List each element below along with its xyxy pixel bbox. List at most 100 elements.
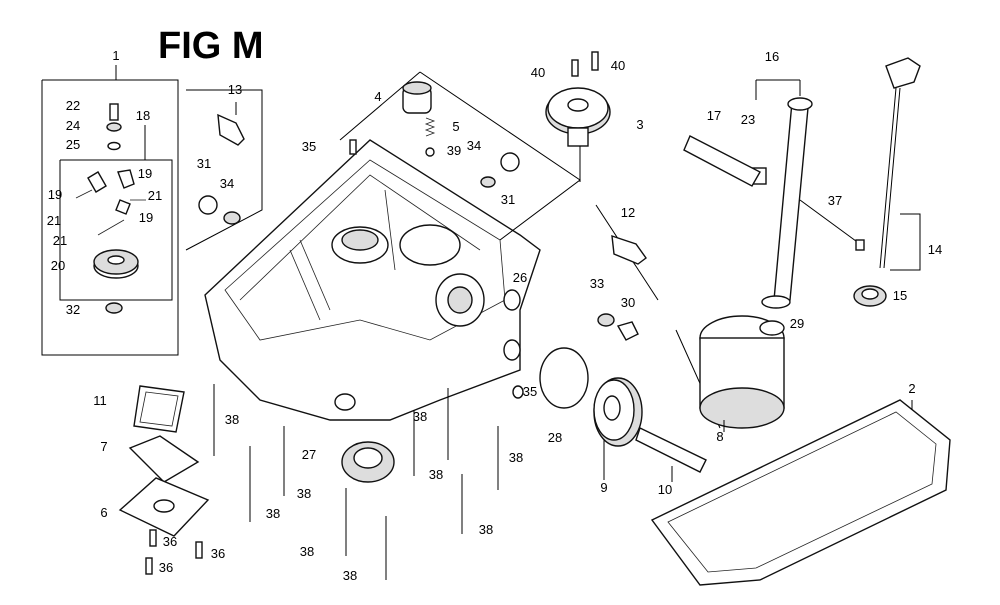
part-14-dipstick <box>879 57 921 271</box>
part-39-ball <box>425 147 435 157</box>
part-36-bolts <box>145 529 203 575</box>
part-12-sensor <box>611 234 647 265</box>
callout-c37: 37 <box>828 193 842 208</box>
callout-c21a: 21 <box>148 188 162 203</box>
part-31-bolt-left <box>198 195 218 215</box>
callout-c4: 4 <box>374 89 381 104</box>
part-7-breather-gasket <box>128 435 200 483</box>
callout-c12: 12 <box>621 205 635 220</box>
callout-c35b: 35 <box>523 384 537 399</box>
callout-c19b: 19 <box>138 166 152 181</box>
part-34-washer-right <box>480 176 496 188</box>
part-37-bolt <box>799 199 865 251</box>
callout-c36a: 36 <box>163 534 177 549</box>
figure-title: FIG M <box>158 25 264 67</box>
callout-c7: 7 <box>100 439 107 454</box>
part-38-bolts <box>213 384 499 580</box>
callout-c27: 27 <box>302 447 316 462</box>
part-20-governor-gear <box>93 249 139 279</box>
part-11-breather-reed <box>133 385 185 433</box>
callout-c32: 32 <box>66 302 80 317</box>
part-33-washer <box>597 313 615 327</box>
callout-c30: 30 <box>621 295 635 310</box>
part-9-filter-adapter <box>593 377 643 480</box>
callout-c36b: 36 <box>211 546 225 561</box>
callout-c21b: 21 <box>47 213 61 228</box>
part-29-o-ring <box>759 320 785 336</box>
callout-c26: 26 <box>513 270 527 285</box>
callout-c33: 33 <box>590 276 604 291</box>
callout-c8: 8 <box>716 429 723 444</box>
callout-c38b: 38 <box>413 409 427 424</box>
callout-c19c: 19 <box>139 210 153 225</box>
callout-c29: 29 <box>790 316 804 331</box>
callout-c25: 25 <box>66 137 80 152</box>
callout-c5: 5 <box>452 119 459 134</box>
part-35-pin-low <box>512 385 524 399</box>
part-19-21-governor-weights <box>75 169 146 236</box>
part-34-washer-left <box>223 211 241 225</box>
part-25-ring <box>107 141 121 151</box>
callout-c35a: 35 <box>302 139 316 154</box>
callout-c38a: 38 <box>225 412 239 427</box>
callout-c38h: 38 <box>300 544 314 559</box>
callout-c6: 6 <box>100 505 107 520</box>
callout-c36c: 36 <box>159 560 173 575</box>
callout-c34a: 34 <box>220 176 234 191</box>
callout-c40a: 40 <box>531 65 545 80</box>
part-8-oil-filter <box>675 315 785 432</box>
callout-c2: 2 <box>908 381 915 396</box>
callout-c19a: 19 <box>48 187 62 202</box>
part-40-bolts <box>571 51 599 77</box>
part-crankcase-cover <box>204 139 541 421</box>
callout-c20: 20 <box>51 258 65 273</box>
callout-c31b: 31 <box>501 192 515 207</box>
callout-c10: 10 <box>658 482 672 497</box>
part-35-pin-top <box>349 139 357 155</box>
part-17-sleeve <box>683 135 761 187</box>
part-30-bolt <box>616 321 639 341</box>
callout-c17: 17 <box>707 108 721 123</box>
callout-c24: 24 <box>66 118 80 133</box>
part-5-spring <box>424 117 436 137</box>
callout-c38d: 38 <box>429 467 443 482</box>
callout-c38f: 38 <box>266 506 280 521</box>
part-6-breather-cover <box>118 477 210 537</box>
callout-c18: 18 <box>136 108 150 123</box>
callout-c9: 9 <box>600 480 607 495</box>
callout-c11: 11 <box>93 393 107 408</box>
callout-c3: 3 <box>636 117 643 132</box>
part-15-seal <box>853 285 887 307</box>
callout-c23: 23 <box>741 112 755 127</box>
callout-c1: 1 <box>112 48 119 63</box>
callout-c34b: 34 <box>467 138 481 153</box>
callout-c16: 16 <box>765 49 779 64</box>
callout-c40b: 40 <box>611 58 625 73</box>
part-32-washer <box>105 302 123 314</box>
callout-c22: 22 <box>66 98 80 113</box>
callout-c15: 15 <box>893 288 907 303</box>
part-10-filter-stud <box>635 427 707 482</box>
part-13-oil-switch <box>217 102 245 146</box>
group-box-13-31-34 <box>185 89 263 251</box>
callout-c39: 39 <box>447 143 461 158</box>
callout-c13: 13 <box>228 82 242 97</box>
callout-c14: 14 <box>928 242 942 257</box>
callout-c38g: 38 <box>479 522 493 537</box>
part-24-washer <box>106 122 122 132</box>
part-16-oil-fill-tube <box>755 79 813 309</box>
part-27-oil-seal <box>341 441 395 483</box>
callout-c38c: 38 <box>509 450 523 465</box>
callout-c38e: 38 <box>297 486 311 501</box>
part-22-bolt <box>109 103 119 121</box>
part-2-gasket <box>650 399 951 586</box>
part-28-o-ring <box>539 347 589 409</box>
callout-c31a: 31 <box>197 156 211 171</box>
part-4-bushing <box>402 81 432 114</box>
callout-c38i: 38 <box>343 568 357 583</box>
callout-c21c: 21 <box>53 233 67 248</box>
callout-c28: 28 <box>548 430 562 445</box>
